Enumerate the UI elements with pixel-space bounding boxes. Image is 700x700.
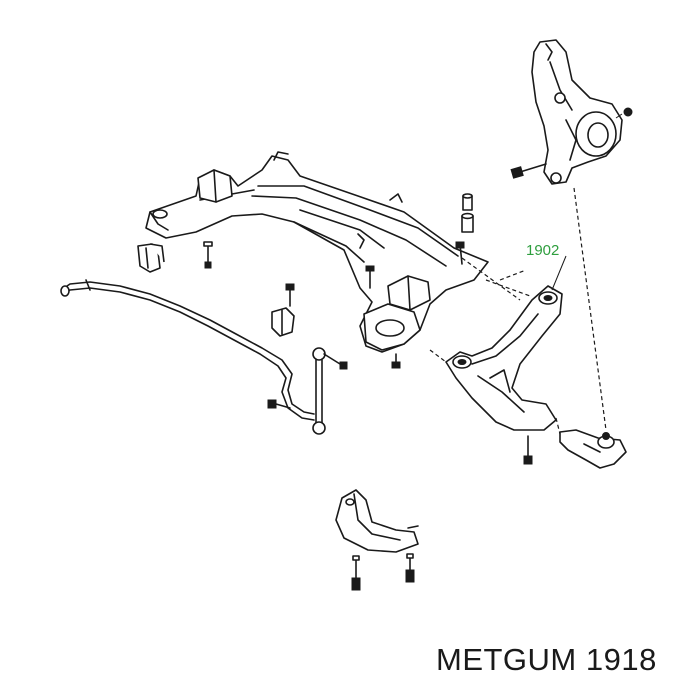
arm-guide-line bbox=[499, 269, 527, 281]
subframe-stud bbox=[455, 241, 465, 265]
arm-guide-line-2 bbox=[429, 349, 447, 363]
link-nut-lower bbox=[267, 399, 291, 409]
bracket-bolt-right bbox=[405, 553, 415, 583]
subframe-guide-line bbox=[461, 257, 521, 301]
caption: METGUM 1918 bbox=[436, 642, 657, 677]
knuckle-nut bbox=[615, 107, 633, 119]
subframe-guide-line-2 bbox=[485, 279, 531, 297]
subframe-bolt-mid bbox=[365, 265, 375, 289]
subframe-bolt-right bbox=[391, 353, 401, 369]
bushing-bolt bbox=[285, 283, 295, 307]
arm-bolt bbox=[523, 435, 533, 465]
callout-part-number: 1902 bbox=[526, 242, 559, 259]
subframe-bushing-lower bbox=[461, 212, 474, 233]
stabilizer-bushing-left bbox=[137, 243, 165, 273]
stabilizer-bar bbox=[60, 279, 315, 421]
arm-guide-line-3 bbox=[555, 417, 561, 435]
steering-knuckle bbox=[531, 39, 623, 185]
subframe-bushing-upper bbox=[462, 193, 473, 211]
front-subframe bbox=[145, 151, 489, 353]
lower-bracket bbox=[335, 489, 419, 553]
stabilizer-link bbox=[312, 347, 348, 435]
bracket-bolt-left bbox=[351, 555, 361, 591]
lower-control-arm bbox=[445, 285, 563, 431]
ball-joint-axis bbox=[573, 187, 607, 431]
callout-leader bbox=[551, 255, 567, 291]
subframe-bolt-left bbox=[203, 241, 213, 269]
knuckle-pinch-bolt bbox=[510, 163, 547, 179]
stabilizer-bushing-right bbox=[271, 307, 295, 337]
ball-joint bbox=[559, 429, 627, 469]
